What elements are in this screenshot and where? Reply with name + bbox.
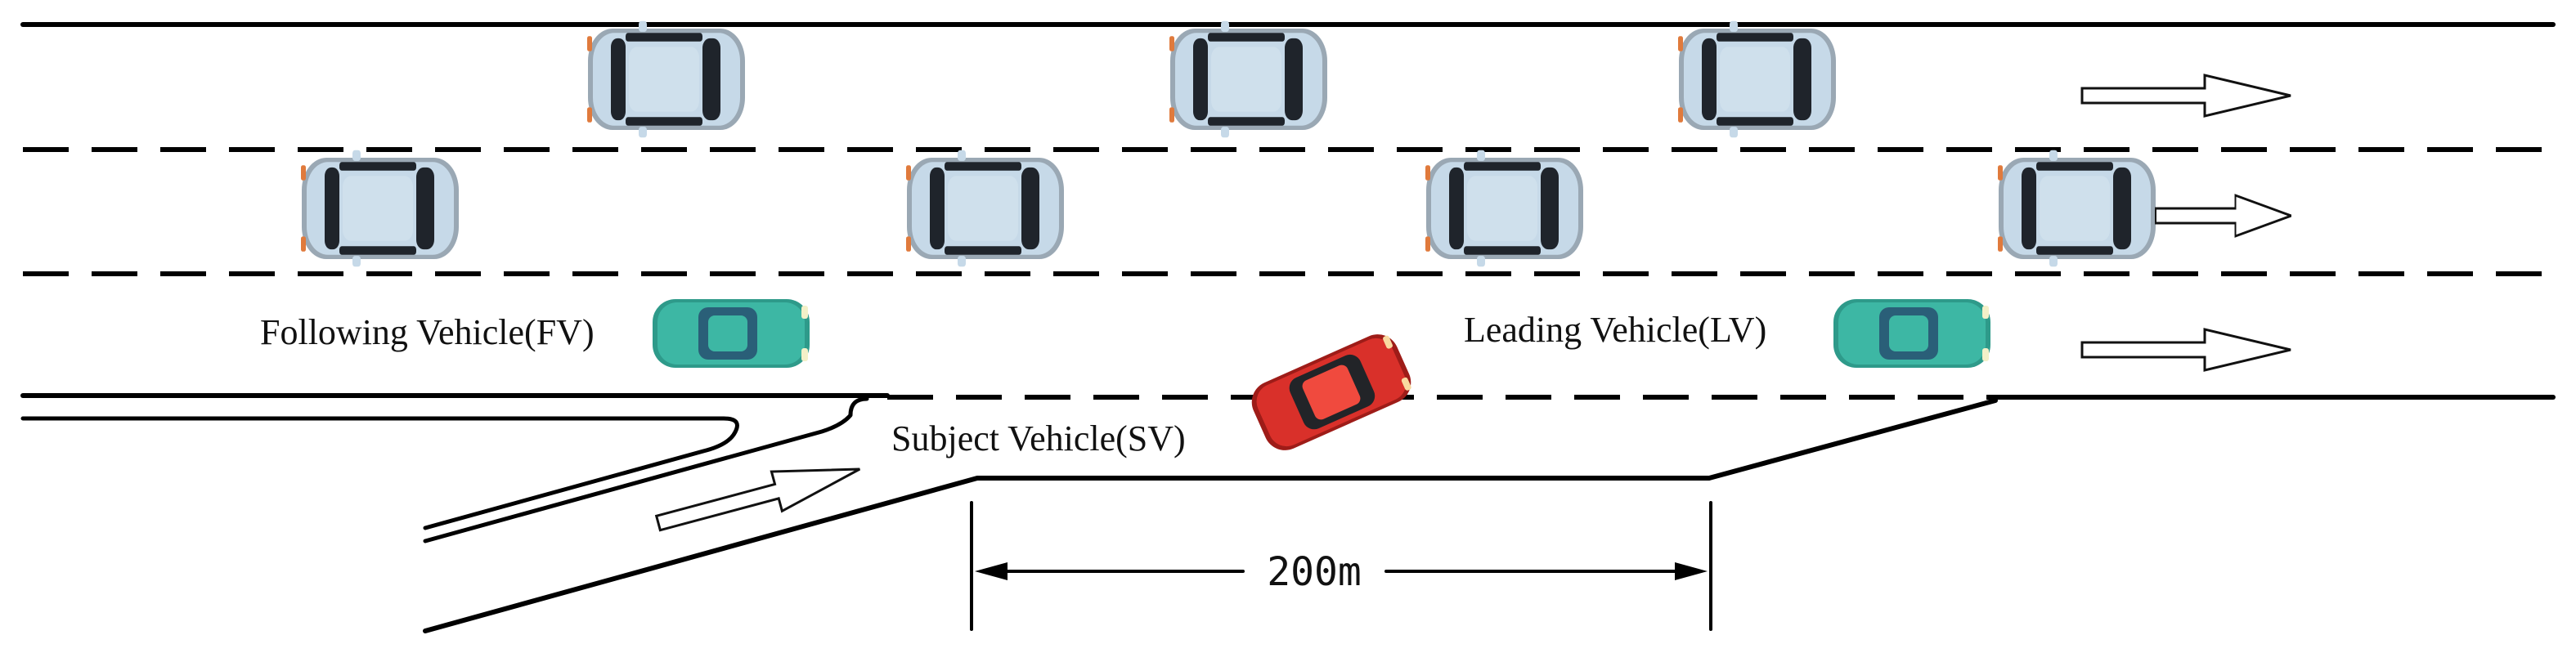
ramp-length-label: 200m [1267,549,1362,595]
road-markings [20,22,2556,633]
ramp-direction-arrow-icon [652,448,867,544]
ramp-length-dimension: 200m [970,501,1712,631]
leading-vehicle-label: Leading Vehicle(LV) [1464,310,1766,350]
car-top-view-icon [1425,150,1583,267]
dimension-arrowhead-left [975,562,1008,580]
leading-vehicle-icon [1833,299,1990,368]
gore-area-outline [20,416,739,530]
car-top-view-icon [1998,150,2156,267]
subject-vehicle-label: Subject Vehicle(SV) [891,418,1186,458]
acceleration-lane-edge [423,398,1998,633]
following-vehicle-icon [653,299,810,368]
ramp-inner-edge [423,396,869,543]
car-top-view-icon [1169,20,1327,138]
traffic-direction-arrow-icon [2080,328,2292,372]
car-top-view-icon [1678,20,1836,138]
traffic-direction-arrow-icon [2080,74,2292,118]
car-top-view-icon [906,150,1064,267]
following-vehicle-label: Following Vehicle(FV) [260,312,595,352]
subject-vehicle-icon [1245,327,1418,458]
car-top-view-icon [587,20,745,138]
traffic-direction-arrow-icon [2154,194,2293,238]
traffic-vehicles [301,20,2156,267]
dimension-arrowhead-right [1675,562,1708,580]
car-top-view-icon [301,150,459,267]
